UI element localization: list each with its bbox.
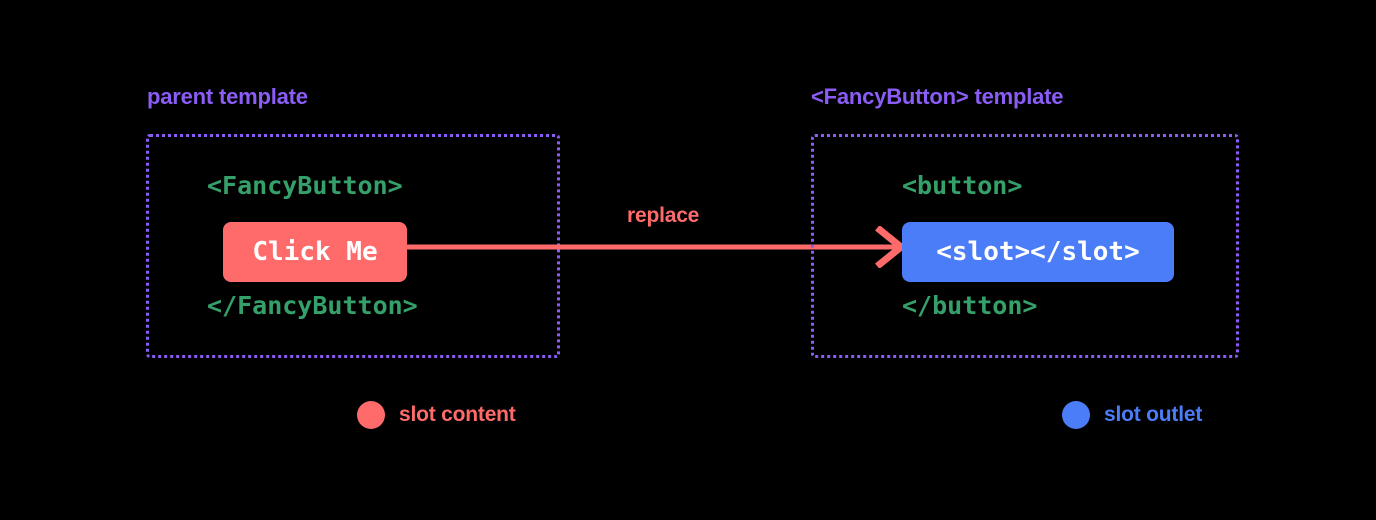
slot-outlet-chip[interactable]: <slot></slot> [902,222,1174,282]
slot-content-chip[interactable]: Click Me [223,222,407,282]
legend-dot-icon-slot-content [357,401,385,429]
code-panel-fancybutton-template: <button> <slot></slot> </button> [811,134,1239,358]
panel-heading-fancybutton-template: <FancyButton> template [811,84,1064,109]
legend-dot-icon-slot-outlet [1062,401,1090,429]
panel-heading-parent-template: parent template [147,84,308,109]
code-open-tag-button: <button> [902,171,1023,200]
code-close-tag-button: </button> [902,291,1038,320]
replace-arrow [404,226,910,268]
arrow-label-replace: replace [627,204,700,227]
legend-item-slot-content: slot content [357,401,516,429]
code-open-tag-fancybutton: <FancyButton> [207,171,403,200]
legend-label-slot-content: slot content [399,403,516,426]
code-panel-parent-template: <FancyButton> Click Me </FancyButton> [146,134,560,358]
arrow-icon [404,226,907,268]
code-close-tag-fancybutton: </FancyButton> [207,291,418,320]
legend-label-slot-outlet: slot outlet [1104,403,1203,426]
legend-item-slot-outlet: slot outlet [1062,401,1202,429]
